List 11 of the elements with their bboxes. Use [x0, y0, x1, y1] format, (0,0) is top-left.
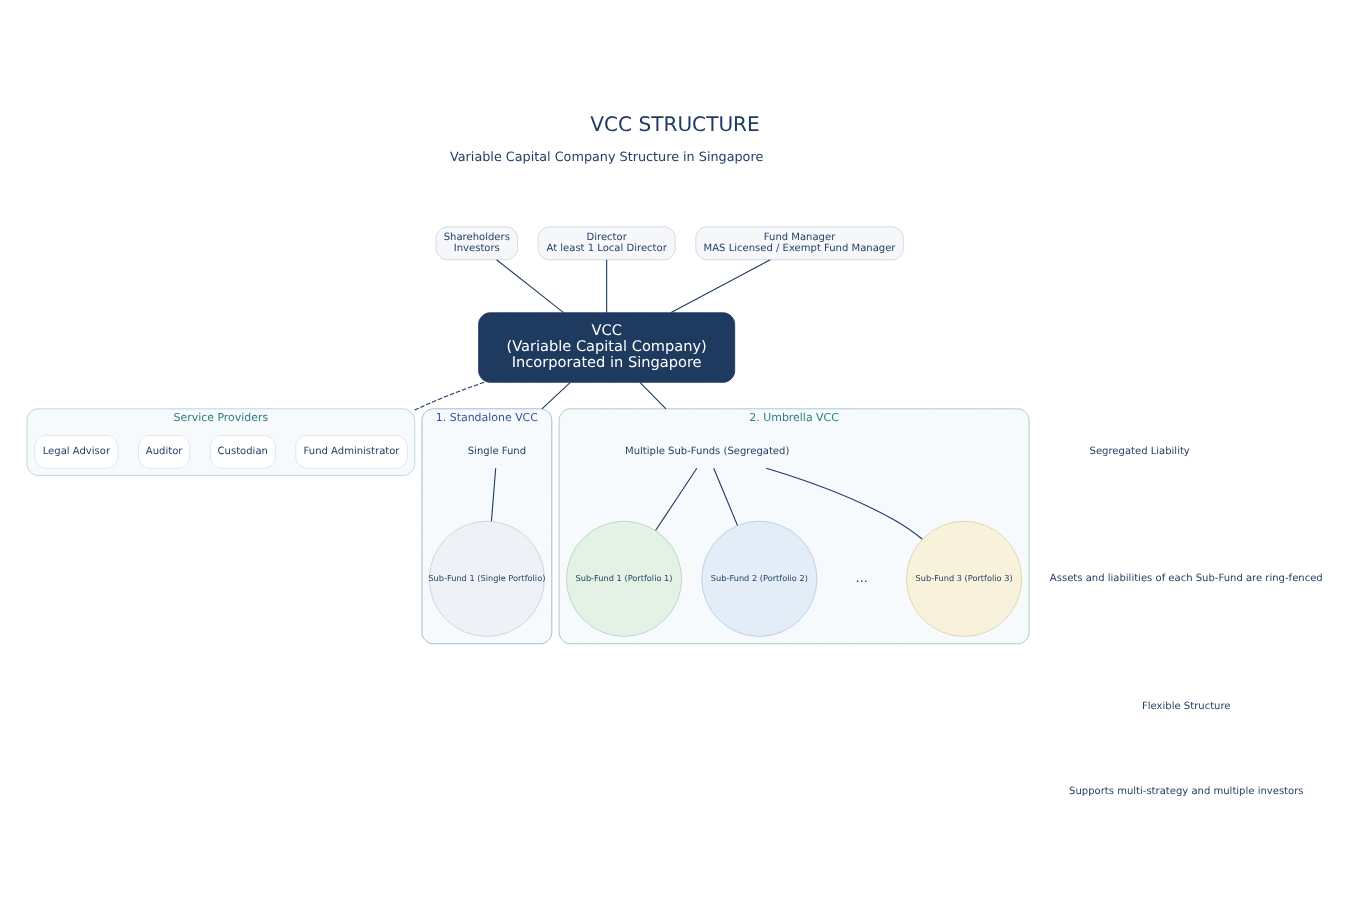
connector	[639, 382, 667, 410]
connector	[655, 467, 698, 532]
connector	[670, 259, 771, 314]
connector	[490, 467, 497, 522]
connector	[713, 467, 739, 526]
connector	[606, 259, 608, 314]
connector	[496, 259, 565, 314]
connector	[765, 467, 923, 540]
connector	[541, 382, 571, 410]
connector	[414, 381, 485, 411]
diagram-title: VCC STRUCTURE	[590, 115, 760, 138]
